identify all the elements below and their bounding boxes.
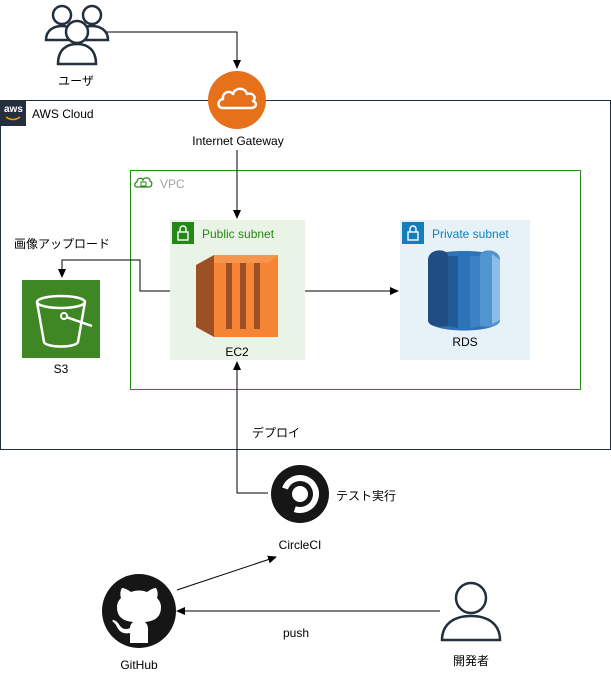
- s3-bucket-icon: [22, 280, 100, 358]
- users-icon: [44, 4, 110, 66]
- ec2-label: EC2: [225, 345, 249, 359]
- public-subnet-lock-icon: [172, 222, 194, 244]
- push-label: push: [282, 626, 310, 640]
- ec2-instance-icon: [196, 255, 278, 337]
- internet-gateway-label: Internet Gateway: [192, 134, 284, 148]
- edge-github-to-circleci: [176, 555, 277, 591]
- s3-label: S3: [53, 362, 69, 376]
- circleci-logo-icon: [271, 465, 329, 523]
- image-upload-label: 画像アップロード: [14, 237, 111, 251]
- developer-label: 開発者: [452, 654, 490, 668]
- internet-gateway-icon: [208, 71, 266, 129]
- aws-cloud-label: AWS Cloud: [32, 107, 94, 121]
- aws-logo-icon: aws: [1, 101, 26, 126]
- circleci-label: CircleCI: [278, 538, 322, 552]
- test-run-label: テスト実行: [336, 489, 397, 503]
- github-logo-icon: [102, 574, 176, 648]
- rds-label: RDS: [452, 335, 478, 349]
- developer-user-icon: [440, 581, 502, 642]
- vpc-cloud-lock-icon: [134, 177, 153, 188]
- deploy-label: デプロイ: [252, 426, 301, 440]
- edge-ec2-to-s3: [58, 259, 170, 292]
- edge-users-to-igw: [105, 31, 241, 69]
- rds-database-icon: [428, 250, 500, 331]
- edge-circleci-to-ec2: [233, 361, 268, 494]
- private-subnet-lock-icon: [402, 222, 424, 244]
- private-subnet-label: Private subnet: [432, 227, 509, 241]
- public-subnet-label: Public subnet: [202, 227, 275, 241]
- vpc-container: [130, 170, 581, 390]
- users-label: ユーザ: [58, 74, 94, 88]
- vpc-label: VPC: [160, 177, 185, 191]
- github-label: GitHub: [120, 658, 158, 672]
